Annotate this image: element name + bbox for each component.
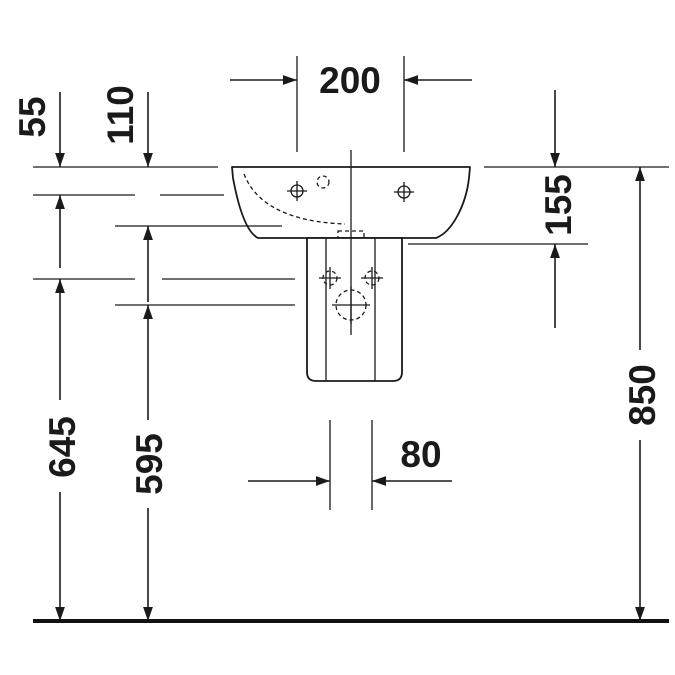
dimension-label-850: 850 [622, 364, 663, 426]
dimension-155: 155 [538, 90, 579, 328]
dimension-label-200: 200 [319, 60, 381, 101]
connection-hole-left [319, 267, 341, 289]
dimension-645: 645 [42, 279, 83, 621]
dimension-label-80: 80 [400, 434, 441, 475]
dimension-200: 200 [230, 60, 472, 101]
dimension-label-645: 645 [42, 416, 83, 478]
pedestal [306, 237, 403, 382]
dimension-850: 850 [622, 167, 663, 621]
dimension-label-55: 55 [12, 96, 53, 137]
dimension-label-155: 155 [538, 174, 579, 236]
dimension-80: 80 [248, 434, 452, 486]
tap-hole-right [394, 182, 414, 202]
dimension-55: 55 [12, 92, 65, 268]
overflow-hole [316, 175, 330, 189]
dimension-595: 595 [129, 305, 170, 621]
tap-hole-left [287, 181, 307, 201]
dimension-label-595: 595 [129, 433, 170, 495]
dimension-label-110: 110 [100, 85, 141, 145]
dimension-110: 110 [100, 85, 153, 302]
connection-hole-right [361, 267, 383, 289]
